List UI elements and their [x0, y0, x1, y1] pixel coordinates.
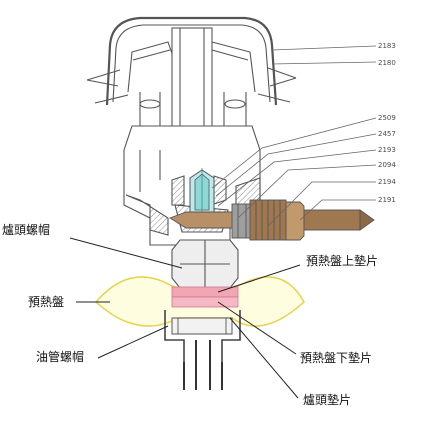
label-burner-head-gasket: 爐頭墊片 — [303, 392, 351, 407]
part-number-leaders — [211, 45, 377, 227]
label-preheat-lower-gasket: 預熱盤下墊片 — [300, 351, 372, 365]
label-preheat-pan: 預熱盤 — [28, 295, 64, 309]
burner-head-nut — [171, 239, 239, 289]
label-burner-head-nut: 爐頭螺帽 — [2, 222, 50, 237]
cleaning-rod — [168, 199, 375, 241]
part-number-2193: 2193 — [378, 146, 396, 154]
part-number-2183: 2183 — [378, 42, 396, 50]
fuel-pipe — [183, 340, 223, 390]
callout-leaders — [69, 237, 301, 399]
burner-cap — [86, 16, 297, 140]
part-number-2457: 2457 — [378, 130, 396, 138]
label-fuel-pipe-nut: 油管螺帽 — [36, 349, 84, 364]
jet-nozzle — [189, 168, 215, 215]
fuel-pipe-nut — [164, 310, 241, 362]
preheat-lower-gasket — [171, 296, 239, 308]
part-number-2509: 2509 — [378, 114, 396, 122]
part-number-2191: 2191 — [378, 196, 396, 204]
label-preheat-upper-gasket: 預熱盤上墊片 — [306, 254, 378, 268]
part-number-2180: 2180 — [378, 59, 396, 67]
part-number-2094: 2094 — [378, 161, 396, 169]
part-number-2194: 2194 — [378, 178, 396, 186]
